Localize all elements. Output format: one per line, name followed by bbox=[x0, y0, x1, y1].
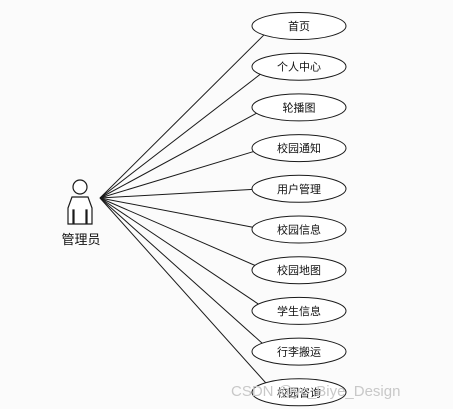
use-case-ellipse bbox=[251, 378, 347, 407]
use-case-ellipse bbox=[251, 215, 347, 244]
watermark-text: CSDN @yc_Biye_Design bbox=[231, 383, 400, 400]
use-case-ellipse bbox=[251, 256, 347, 285]
actor-body bbox=[67, 196, 93, 225]
use-case-ellipse bbox=[251, 52, 347, 81]
association-lines bbox=[99, 34, 267, 384]
association-line bbox=[99, 197, 260, 305]
use-case: 学生信息 bbox=[251, 296, 347, 325]
association-line bbox=[99, 112, 258, 199]
actor-figure bbox=[67, 179, 93, 225]
association-line bbox=[99, 73, 261, 199]
use-case-label: 行李搬运 bbox=[277, 345, 321, 359]
use-case: 用户管理 bbox=[251, 174, 347, 203]
use-case-label: 校园通知 bbox=[277, 141, 321, 155]
use-case-ellipse bbox=[251, 12, 347, 40]
association-line bbox=[99, 188, 254, 199]
use-case: 行李搬运 bbox=[251, 337, 347, 366]
use-case-label: 校园咨询 bbox=[277, 385, 321, 399]
use-case-ellipse bbox=[251, 296, 347, 325]
association-line bbox=[99, 34, 265, 199]
use-case-label: 校园信息 bbox=[277, 223, 321, 237]
association-line bbox=[99, 197, 256, 267]
association-line bbox=[99, 197, 267, 384]
use-case-label: 首页 bbox=[288, 19, 310, 33]
use-case-ellipse bbox=[251, 174, 347, 203]
use-case: 轮播图 bbox=[251, 93, 347, 122]
use-case-ellipse bbox=[251, 93, 347, 122]
use-case: 首页 bbox=[251, 12, 347, 40]
association-line bbox=[99, 150, 255, 199]
association-line bbox=[99, 197, 263, 344]
use-case: 校园通知 bbox=[251, 134, 347, 163]
use-case-label: 校园地图 bbox=[277, 263, 321, 277]
use-case: 个人中心 bbox=[251, 52, 347, 81]
use-case: 校园地图 bbox=[251, 256, 347, 285]
actor-label: 管理员 bbox=[61, 233, 100, 248]
use-case: 校园信息 bbox=[251, 215, 347, 244]
use-case-label: 用户管理 bbox=[277, 182, 321, 196]
use-case-ellipse bbox=[251, 337, 347, 366]
actor-head bbox=[72, 179, 88, 195]
use-case: 校园咨询 bbox=[251, 378, 347, 407]
use-case-label: 轮播图 bbox=[283, 100, 316, 114]
use-case-label: 个人中心 bbox=[277, 61, 321, 74]
use-case-label: 学生信息 bbox=[277, 304, 321, 318]
use-case-ellipse bbox=[251, 134, 347, 163]
association-line bbox=[99, 197, 254, 228]
